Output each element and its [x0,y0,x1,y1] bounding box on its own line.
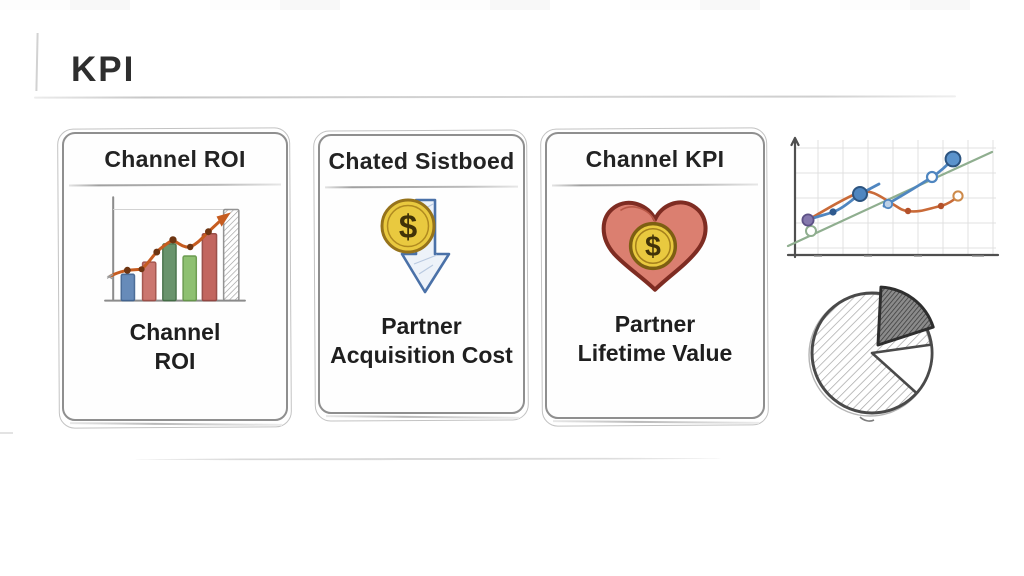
card-header: Channel KPI [585,145,725,172]
heart-sketch-line [619,206,656,222]
body-line: Partner [381,313,462,339]
dollar-sign: $ [398,208,416,245]
heart-coin-svg: $ [601,200,708,292]
coin-down-arrow-svg: $ [380,198,450,294]
card-header: Channel ROI [104,145,246,172]
dollar-coin [380,198,435,254]
bar-chart-trend-svg [104,196,246,302]
scan-smudge [0,0,1024,10]
chart-axes [786,136,1000,259]
card-acquisition-cost: Chated Sistboed $ Partner Acquisition Co… [318,134,525,414]
line-chart-sketch [786,136,1000,259]
body-line: Channel [129,319,221,345]
title-underline [33,95,957,99]
icon-trend-dots [123,228,212,274]
body-line: Partner [614,311,696,337]
orange-markers [904,190,964,215]
body-line: ROI [154,348,196,374]
card-body: Channel ROI [64,316,286,419]
card-channel-roi: Channel ROI [62,132,288,421]
card-body: Partner Lifetime Value [547,308,763,417]
edge-pencil-mark [0,432,13,434]
coin-inner-ring [386,204,429,248]
card-lifetime-value: Channel KPI $ Partner Lifetime Value [545,132,765,419]
pencil-tick [35,32,39,92]
dollar-sign: $ [645,231,661,263]
coin-inner-ring [634,227,672,265]
green-marker [805,225,817,237]
pie-bottom-pencil-stroke [859,416,875,422]
blue-markers [801,150,962,227]
pie-white-slice [870,343,934,395]
icon-pencil-scribble [106,273,114,280]
dollar-coin [628,221,678,271]
card-header: Chated Sistboed [328,147,515,174]
coin-down-arrow-icon: $ [320,188,523,310]
bottom-pencil-line [134,457,722,461]
pie-dark-exploded-slice [876,285,935,347]
card-body: Partner Acquisition Cost [320,310,523,412]
body-line: Acquisition Cost [330,342,513,368]
body-line: Lifetime Value [577,340,733,366]
page-title: KPI [71,50,136,89]
heart-coin-icon: $ [547,186,763,308]
pie-chart-sketch [808,285,935,422]
icon-trend-arrowhead [216,212,231,227]
icon-bars [120,208,240,302]
bar-chart-trend-icon [64,186,286,316]
chart-grid [795,140,996,255]
